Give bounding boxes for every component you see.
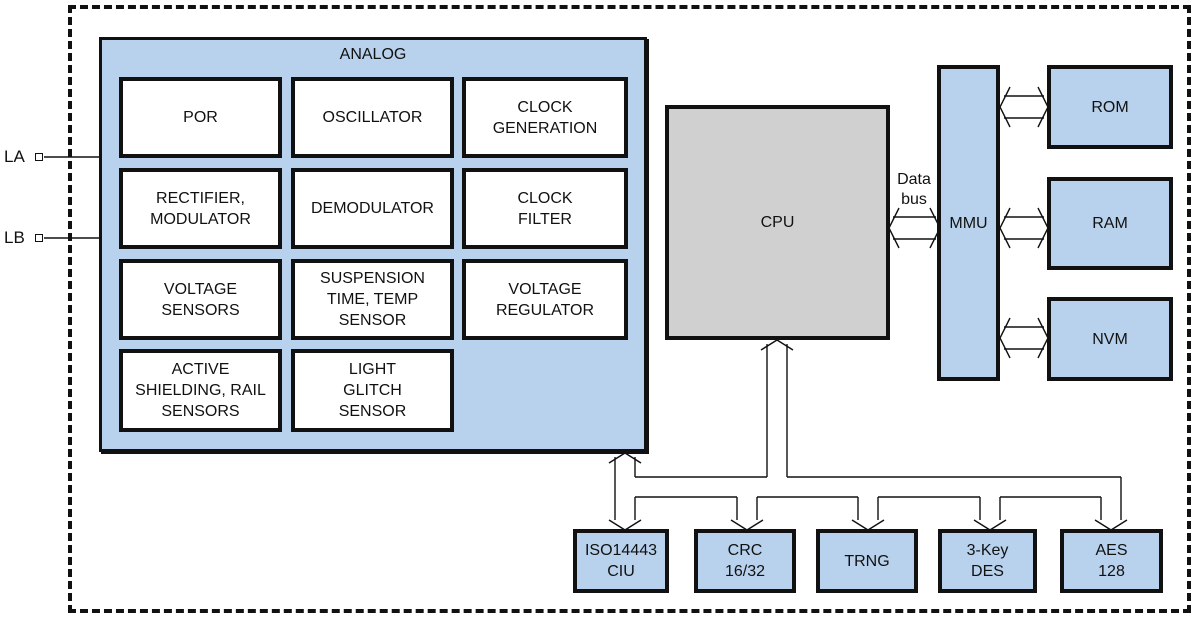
demodulator-block: DEMODULATOR (291, 168, 454, 249)
mmu-nvm-bus-arrow (999, 317, 1049, 359)
rom-block: ROM (1047, 65, 1173, 149)
cpu-block: CPU (665, 105, 890, 340)
data-bus-label: Data bus (897, 171, 931, 208)
mmu-block: MMU (937, 65, 1000, 381)
rectifier-modulator-block: RECTIFIER, MODULATOR (119, 168, 282, 249)
data-bus-arrow (888, 207, 941, 249)
light-glitch-sensor-block: LIGHT GLITCH SENSOR (291, 349, 454, 432)
crc-block: CRC 16/32 (694, 529, 796, 593)
por-block: POR (119, 77, 282, 158)
pin-la-terminal (35, 153, 43, 161)
suspension-time-temp-sensor-block: SUSPENSION TIME, TEMP SENSOR (291, 259, 454, 340)
voltage-sensors-block: VOLTAGE SENSORS (119, 259, 282, 340)
trng-block: TRNG (816, 529, 918, 593)
oscillator-block: OSCILLATOR (291, 77, 454, 158)
analog-title: ANALOG (339, 46, 407, 63)
aes-block: AES 128 (1060, 529, 1163, 593)
des-block: 3-Key DES (938, 529, 1037, 593)
ram-block: RAM (1047, 177, 1173, 270)
clock-filter-block: CLOCK FILTER (462, 168, 628, 249)
clock-generation-block: CLOCK GENERATION (462, 77, 628, 158)
chip-boundary (68, 5, 1191, 613)
iso14443-ciu-block: ISO14443 CIU (573, 529, 669, 593)
mmu-ram-bus-arrow (999, 207, 1049, 249)
pin-lb-label: LB (4, 228, 25, 247)
pin-lb-terminal (35, 234, 43, 242)
pin-la-label: LA (4, 147, 25, 166)
voltage-regulator-block: VOLTAGE REGULATOR (462, 259, 628, 340)
active-shielding-rail-sensors-block: ACTIVE SHIELDING, RAIL SENSORS (119, 349, 282, 432)
nvm-block: NVM (1047, 297, 1173, 381)
mmu-rom-bus-arrow (999, 86, 1049, 128)
